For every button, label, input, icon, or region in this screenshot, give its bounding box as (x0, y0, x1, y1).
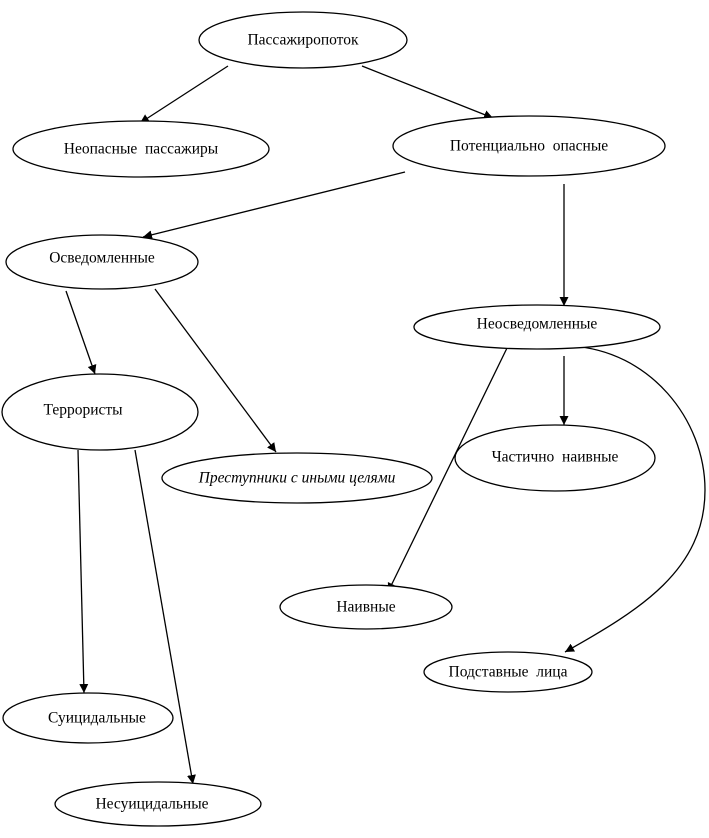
node-naive-label: Наивные (336, 599, 395, 616)
edge-uninformed-to-proxies (564, 345, 706, 653)
node-informed: Осведомленные (5, 234, 199, 290)
node-criminals-label: Преступники с иными целями (198, 470, 396, 487)
node-passenger-flow-label: Пассажиропоток (247, 32, 359, 49)
edge-terrorists-to-non-suicidal (134, 449, 196, 785)
edge-informed-to-terrorists (65, 290, 97, 375)
node-safe-passengers: Неопасные пассажиры (12, 120, 270, 178)
node-naive: Наивные (279, 584, 453, 630)
edge-passenger-flow-to-safe (139, 65, 229, 124)
node-terrorists-label: Террористы (43, 402, 123, 419)
node-proxies-label: Подставные лица (449, 664, 568, 681)
node-potentially-dangerous-label: Потенциально опасные (450, 138, 608, 155)
edge-informed-to-criminals (154, 288, 277, 453)
node-passenger-flow: Пассажиропоток (198, 11, 408, 69)
node-partly-naive-label: Частично наивные (492, 449, 619, 466)
node-proxies: Подставные лица (423, 651, 593, 693)
node-non-suicidal: Несуицидальные (54, 781, 262, 827)
node-terrorists: Террористы (1, 373, 199, 451)
node-criminals: Преступники с иными целями (161, 452, 433, 504)
node-suicidal-label: Суицидальные (48, 710, 146, 727)
node-non-suicidal-label: Несуицидальные (95, 796, 208, 813)
node-potentially-dangerous: Потенциально опасные (392, 115, 666, 177)
edge-potential-to-informed (142, 171, 406, 240)
node-partly-naive: Частично наивные (454, 424, 656, 492)
node-informed-label: Осведомленные (49, 250, 155, 267)
edge-passenger-flow-to-potential (361, 65, 494, 119)
node-suicidal: Суицидальные (2, 692, 174, 744)
node-safe-passengers-label: Неопасные пассажиры (64, 141, 219, 158)
node-uninformed-label: Неосведомленные (477, 316, 598, 333)
edge-uninformed-to-naive (387, 345, 509, 593)
edge-terrorists-to-suicidal (77, 449, 89, 694)
node-uninformed: Неосведомленные (413, 304, 661, 350)
